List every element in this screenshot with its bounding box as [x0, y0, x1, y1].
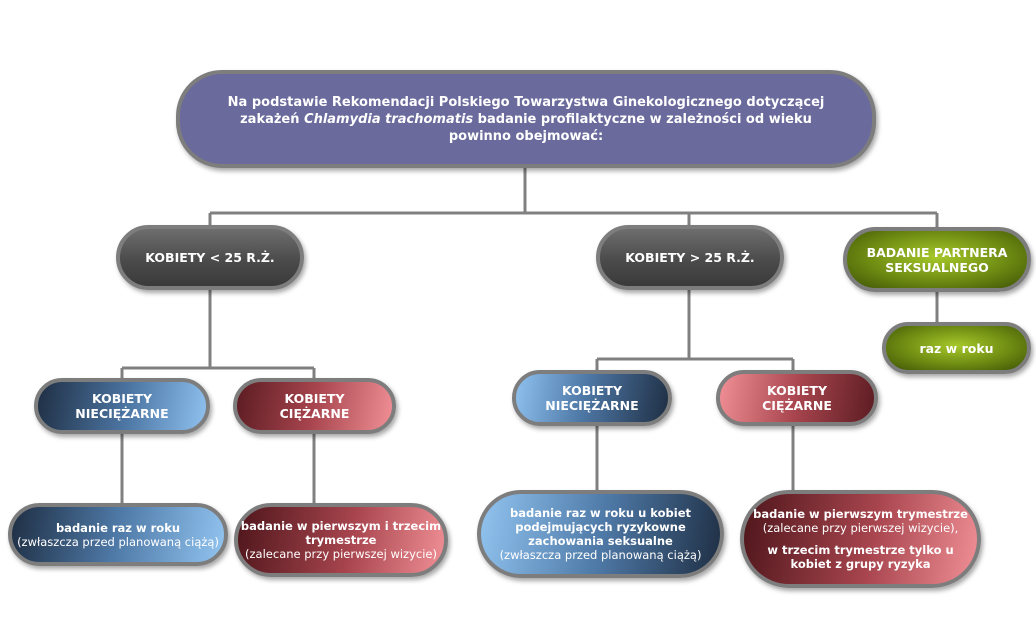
under25-nonpregnant-label-1: KOBIETY	[91, 391, 153, 406]
group-under-25: KOBIETY < 25 R.Ż.	[116, 225, 304, 290]
partner-leaf: raz w roku	[882, 322, 1031, 374]
under25-nonpregnant-leaf-line-1: badanie raz w roku	[55, 520, 181, 535]
under25-pregnant-leaf-note: (zalecane przy pierwszej wizycie)	[245, 547, 437, 561]
under25-nonpregnant-label-2: NIECIĘŻARNE	[75, 406, 169, 421]
over25-nonpregnant-label-1: KOBIETY	[561, 383, 623, 398]
over25-pregnant-leaf: badanie w pierwszym trymestrze (zalecane…	[740, 490, 981, 588]
under25-pregnant-leaf: badanie w pierwszym i trzecim trymestrze…	[234, 503, 448, 577]
over25-nonpregnant-leaf-note: (zwłaszcza przed planowaną ciążą)	[499, 548, 702, 562]
over25-nonpregnant-leaf: badanie raz w roku u kobiet podejmującyc…	[477, 490, 724, 578]
under25-nonpregnant-leaf-note: (zwłaszcza przed planowaną ciążą)	[17, 534, 219, 549]
over25-nonpregnant-leaf-line-2: podejmujących ryzykowne	[515, 520, 686, 534]
over25-pregnant: KOBIETY CIĘŻARNE	[716, 370, 878, 426]
partner-leaf-label: raz w roku	[919, 340, 994, 356]
under25-pregnant-leaf-line-1: badanie w pierwszym i trzecim	[240, 519, 442, 533]
root-line-1: Na podstawie Rekomendacji Polskiego Towa…	[227, 94, 825, 110]
root-line-2: zakażeń Chlamydia trachomatis badanie pr…	[240, 111, 812, 128]
over25-pregnant-leaf-line-2: w trzecim trymestrze tylko u	[767, 543, 954, 557]
root-node: Na podstawie Rekomendacji Polskiego Towa…	[176, 70, 876, 168]
under25-pregnant: KOBIETY CIĘŻARNE	[233, 378, 396, 434]
group-partner-label-1: BADANIE PARTNERA	[866, 244, 1008, 260]
root-line-2-suffix: badanie profilaktyczne w zależności od w…	[473, 111, 812, 127]
over25-pregnant-label-2: CIĘŻARNE	[762, 398, 832, 413]
over25-pregnant-leaf-line-1: badanie w pierwszym trymestrze	[753, 507, 968, 521]
over25-pregnant-leaf-note: (zalecane przy pierwszej wizycie),	[762, 521, 959, 535]
over25-nonpregnant-leaf-line-3: zachowania seksualne	[528, 534, 673, 548]
group-over-25: KOBIETY > 25 R.Ż.	[596, 225, 784, 290]
over25-nonpregnant-leaf-line-1: badanie raz w roku u kobiet	[510, 506, 691, 520]
under25-nonpregnant-leaf: badanie raz w roku (zwłaszcza przed plan…	[8, 503, 228, 566]
group-over-25-label: KOBIETY > 25 R.Ż.	[625, 250, 755, 265]
over25-pregnant-leaf-line-3: kobiet z grupy ryzyka	[790, 557, 931, 571]
under25-pregnant-label-2: CIĘŻARNE	[279, 406, 350, 421]
under25-pregnant-leaf-line-2: trymestrze	[305, 533, 377, 547]
under25-pregnant-label-1: KOBIETY	[284, 391, 345, 406]
root-line-2-prefix: zakażeń	[240, 111, 305, 127]
over25-nonpregnant: KOBIETY NIECIĘŻARNE	[512, 370, 672, 426]
group-partner-label-2: SEKSUALNEGO	[885, 259, 989, 275]
under25-nonpregnant: KOBIETY NIECIĘŻARNE	[34, 378, 210, 434]
group-under-25-label: KOBIETY < 25 R.Ż.	[145, 250, 275, 265]
root-line-2-italic: Chlamydia trachomatis	[304, 111, 474, 127]
over25-nonpregnant-label-2: NIECIĘŻARNE	[545, 398, 639, 413]
group-partner: BADANIE PARTNERA SEKSUALNEGO	[843, 227, 1031, 292]
root-line-3: powinno obejmować:	[448, 128, 604, 144]
over25-pregnant-label-1: KOBIETY	[766, 383, 828, 398]
